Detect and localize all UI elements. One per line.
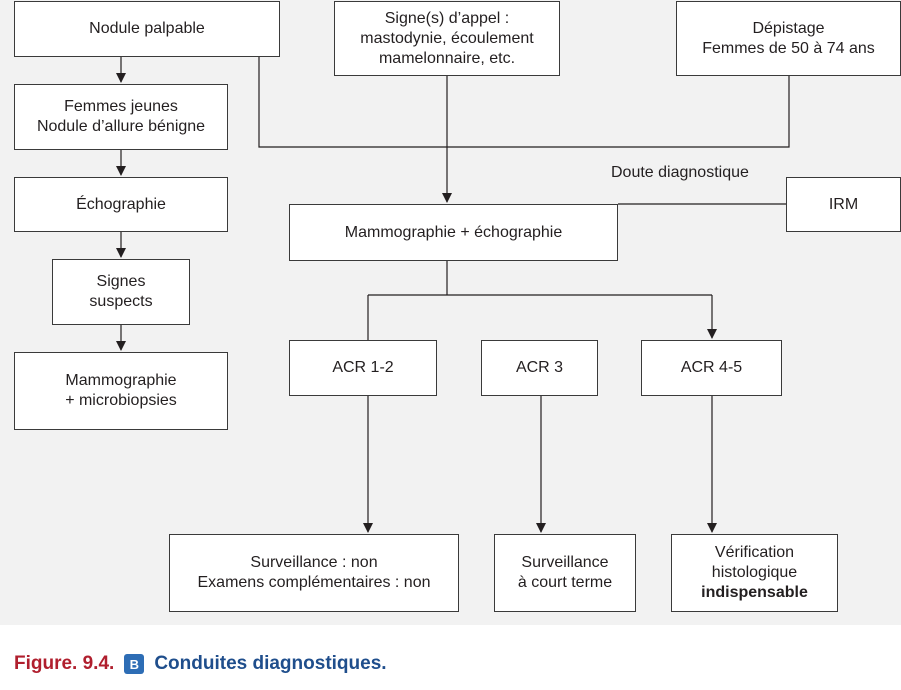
node-mammo-echo-line: Mammographie + échographie	[344, 223, 563, 241]
node-femmes-jeunes-line: Nodule d’allure bénigne	[36, 118, 206, 135]
node-mammo-microbiopsies-line: + microbiopsies	[65, 392, 177, 409]
connector-nodule-to-merge	[258, 57, 447, 148]
node-surveillance-non-line: Examens complémentaires : non	[197, 574, 431, 591]
node-signes-appel-line: mastodynie, écoulement	[360, 29, 534, 47]
node-depistage-line: Dépistage	[752, 19, 825, 37]
node-acr-4-5-line: ACR 4-5	[680, 359, 743, 376]
node-irm: IRM	[786, 177, 901, 232]
node-signes-appel-line: Signe(s) d’appel :	[384, 9, 510, 27]
node-surveillance-court-terme-line: Surveillance	[521, 554, 609, 571]
node-surveillance-court-terme-line: à court terme	[517, 574, 613, 591]
node-nodule-palpable-line: Nodule palpable	[89, 20, 205, 37]
node-femmes-jeunes-line: Femmes jeunes	[64, 98, 178, 115]
figure-number: Figure. 9.4.	[14, 653, 115, 674]
connector-depistage-to-merge	[447, 76, 790, 148]
level-badge: B	[124, 654, 145, 674]
node-depistage-line: Femmes de 50 à 74 ans	[702, 39, 875, 57]
flowchart-canvas: Nodule palpable Signe(s) d’appel : mastod…	[0, 0, 901, 625]
node-irm-line: IRM	[828, 195, 859, 213]
node-acr-3-line: ACR 3	[515, 359, 564, 376]
node-verification-histologique-line: histologique	[711, 564, 798, 581]
node-surveillance-non-line: Surveillance : non	[250, 554, 378, 571]
node-signes-appel: Signe(s) d’appel : mastodynie, écoulement…	[334, 1, 560, 76]
node-acr-4-5: ACR 4-5	[641, 340, 782, 396]
node-signes-appel-line: mamelonnaire, etc.	[378, 49, 516, 67]
flowchart-connectors	[116, 57, 790, 533]
label-doute-diagnostique: Doute diagnostique	[611, 164, 749, 181]
node-signes-suspects: Signes suspects	[52, 259, 190, 325]
node-surveillance-court-terme: Surveillance à court terme	[494, 534, 636, 612]
node-echographie: Échographie	[14, 177, 228, 232]
node-verification-histologique-line: Vérification	[714, 544, 795, 561]
node-echographie-line: Échographie	[76, 195, 166, 213]
node-mammo-microbiopsies: Mammographie + microbiopsies	[14, 352, 228, 430]
node-signes-suspects-line: Signes	[96, 273, 146, 290]
node-acr-3: ACR 3	[481, 340, 598, 396]
node-verification-histologique-line: indispensable	[701, 584, 808, 601]
node-verification-histologique: Vérification histologique indispensable	[671, 534, 838, 612]
node-mammo-echo: Mammographie + échographie	[289, 204, 618, 261]
node-nodule-palpable: Nodule palpable	[14, 1, 280, 57]
node-acr-1-2: ACR 1-2	[289, 340, 437, 396]
node-mammo-microbiopsies-line: Mammographie	[65, 372, 177, 389]
figure-caption: Figure. 9.4. B Conduites diagnostiques.	[14, 652, 387, 676]
node-signes-suspects-line: suspects	[89, 293, 153, 310]
node-acr-1-2-line: ACR 1-2	[332, 359, 394, 376]
figure-title: Conduites diagnostiques.	[154, 653, 387, 674]
